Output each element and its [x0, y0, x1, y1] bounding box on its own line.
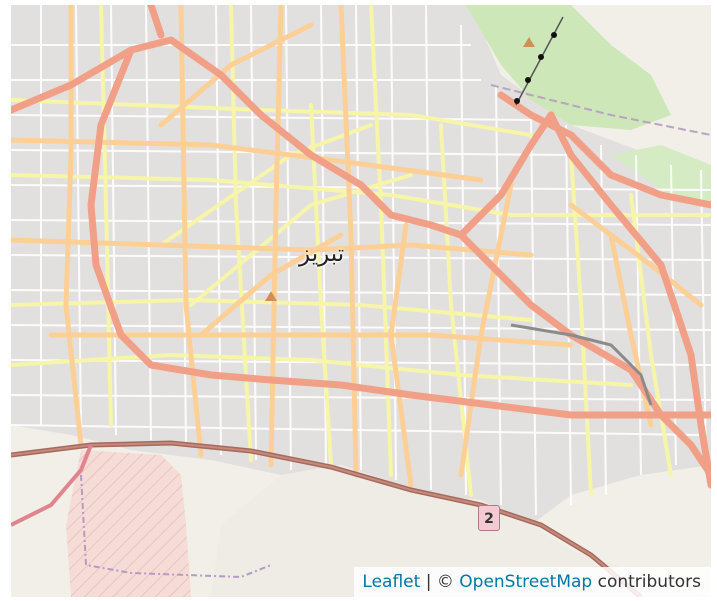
map-viewport[interactable]: تبریز 2 Leaflet | © OpenStreetMap contri…	[11, 5, 711, 597]
peak-icon	[523, 37, 535, 47]
attribution-separator: | ©	[420, 572, 460, 592]
park-area	[466, 5, 671, 130]
power-line-icon	[514, 16, 564, 106]
attribution-suffix: contributors	[592, 572, 701, 592]
city-label: تبریز	[299, 241, 345, 267]
route-shield-icon: 2	[478, 505, 500, 531]
railway	[510, 323, 653, 406]
attribution-bar: Leaflet | © OpenStreetMap contributors	[354, 567, 711, 597]
map-tiles	[11, 5, 711, 597]
leaflet-link[interactable]: Leaflet	[362, 572, 421, 592]
openstreetmap-link[interactable]: OpenStreetMap	[459, 572, 593, 592]
trunk-roads	[11, 5, 711, 489]
primary-roads	[11, 5, 704, 488]
peak-icon	[265, 291, 277, 301]
